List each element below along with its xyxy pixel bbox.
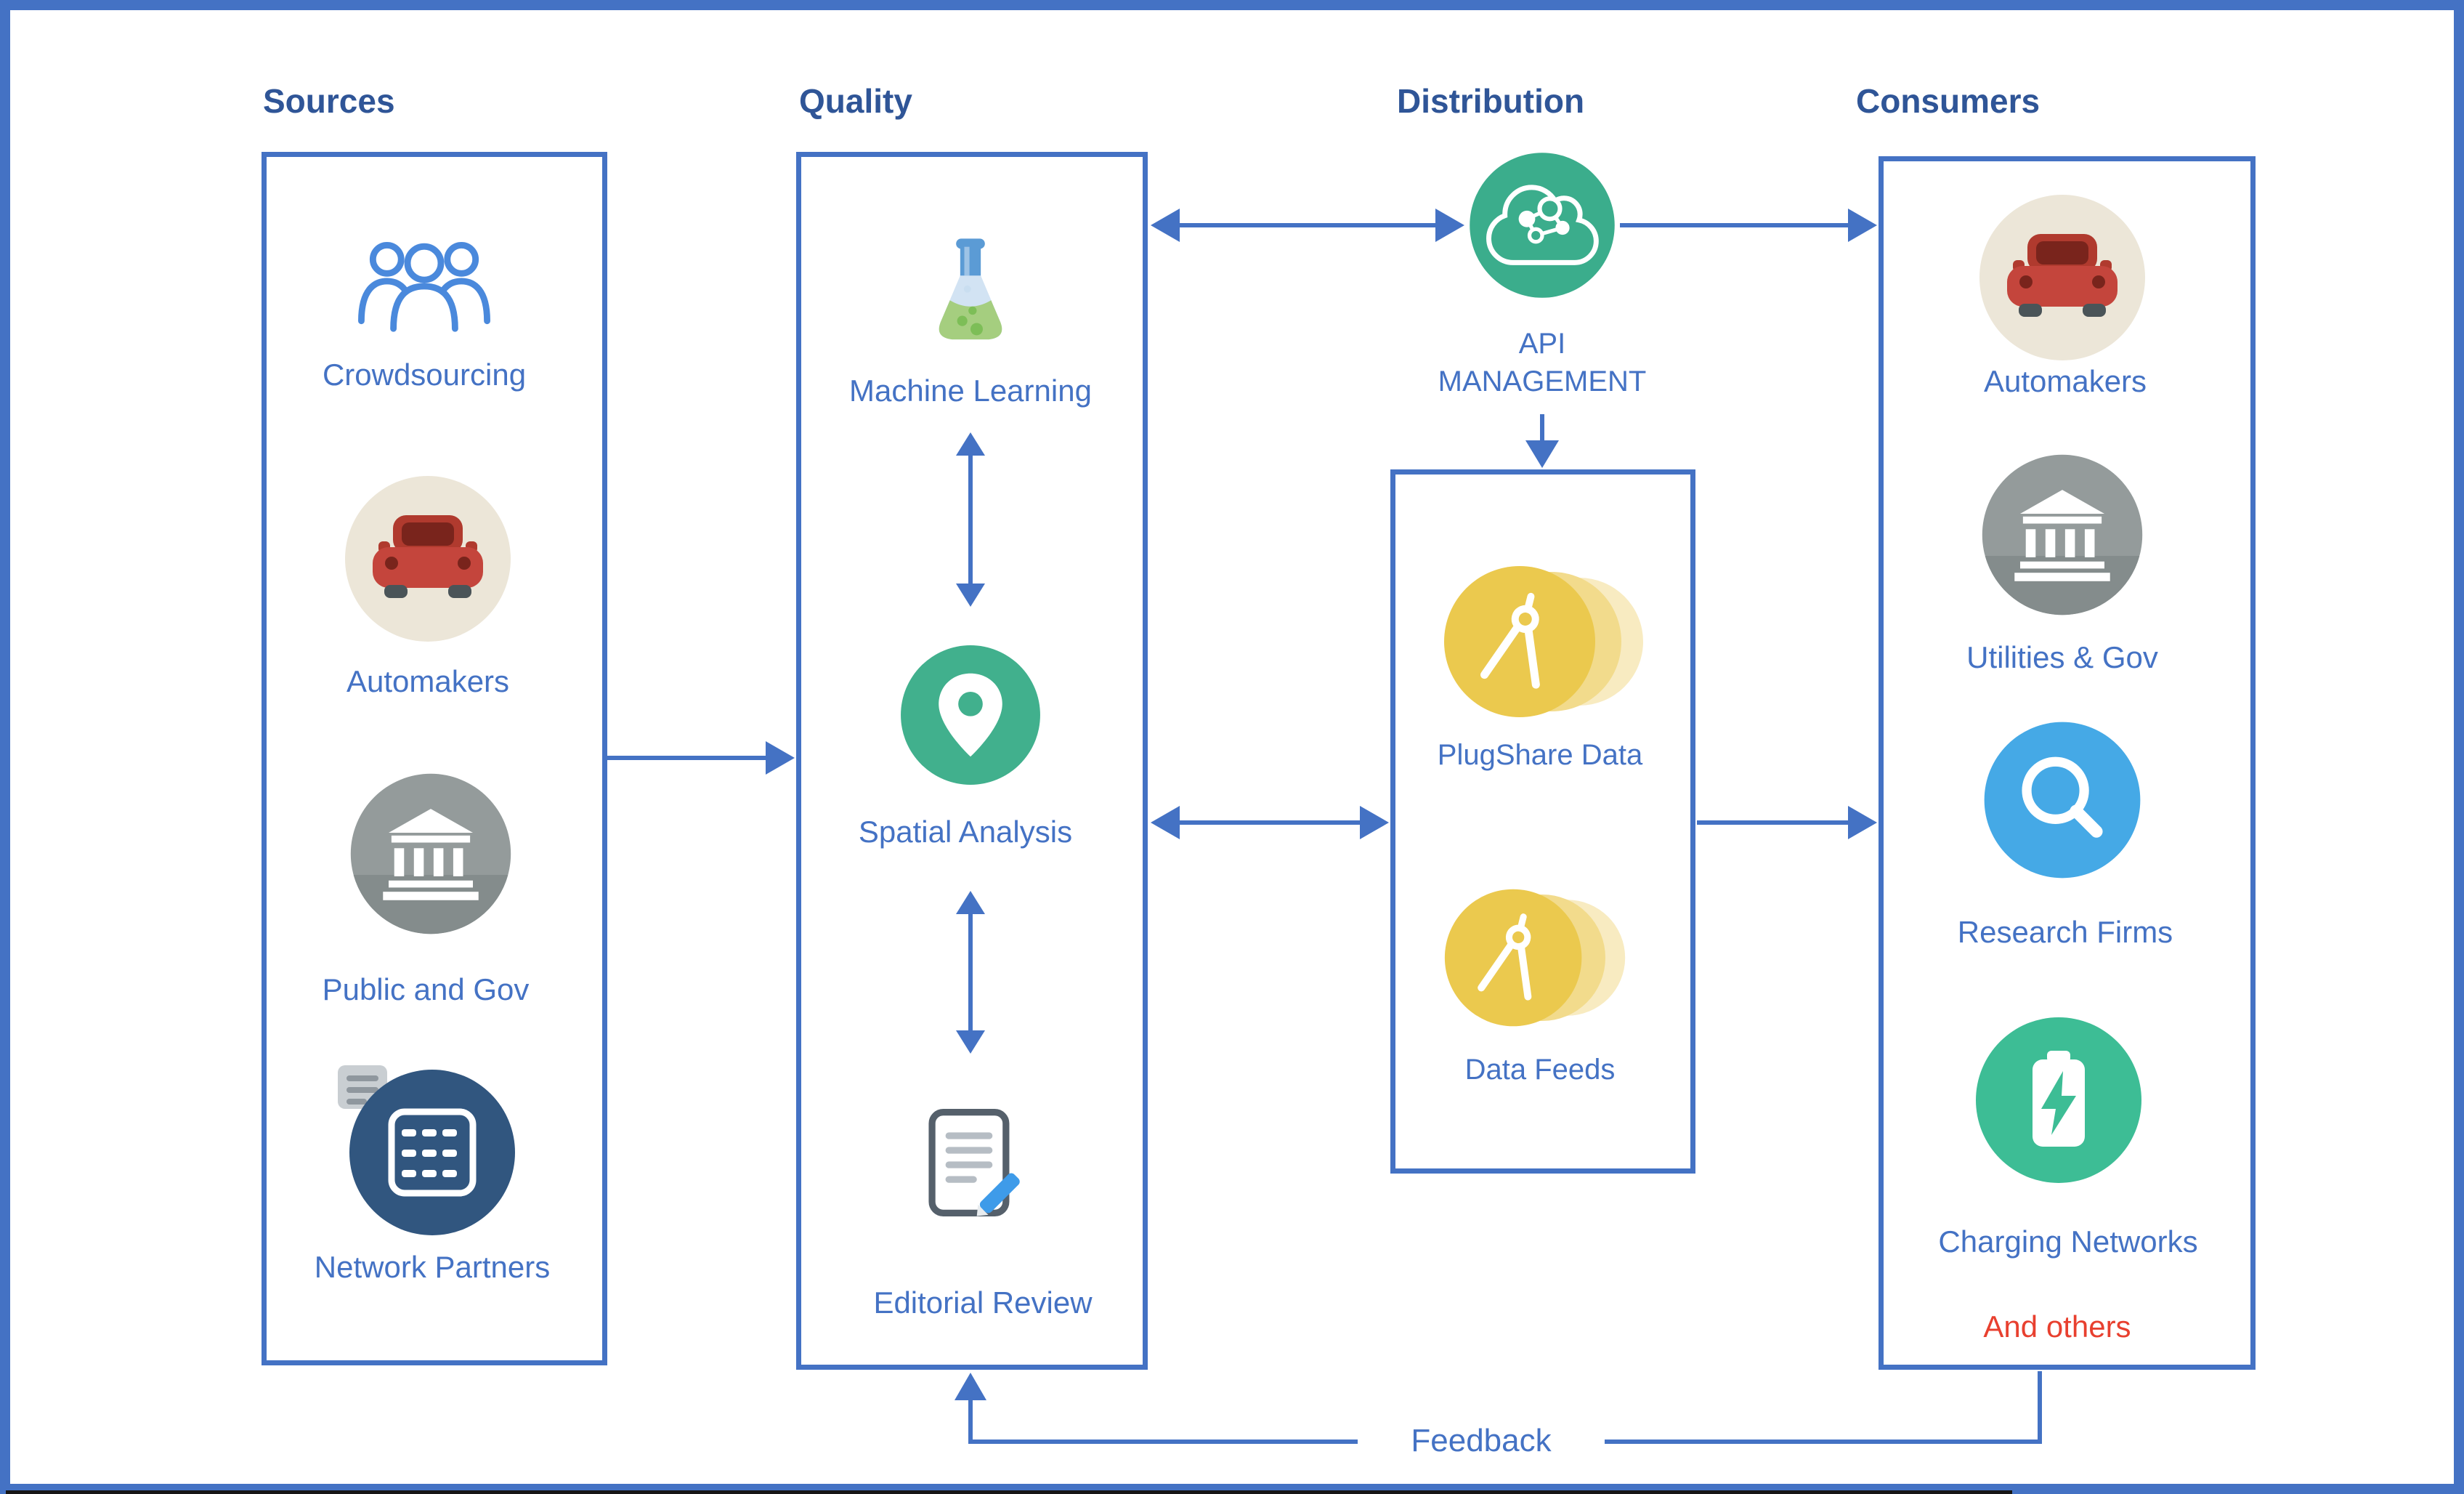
arrow-quality-api [1151, 209, 1464, 242]
arrow-sources-to-quality [607, 741, 795, 775]
node-label: Public and Gov [322, 972, 530, 1006]
bank-icon [1978, 451, 2147, 619]
and-others-note: And others [1983, 1309, 2131, 1344]
crowdsourcing-icon [341, 231, 508, 347]
compass-icon [1437, 879, 1648, 1037]
flask-icon [909, 230, 1032, 359]
node-label: Utilities & Gov [1966, 640, 2158, 674]
car-icon [1975, 190, 2149, 365]
window-edge [6, 1490, 2012, 1494]
node-label: PlugShare Data [1437, 739, 1643, 771]
node-label: Automakers [346, 664, 510, 698]
node-label: Data Feeds [1464, 1054, 1616, 1086]
car-icon [341, 472, 515, 646]
node-label: Network Partners [314, 1250, 551, 1284]
bank-icon [346, 770, 515, 938]
node-label: Research Firms [1957, 915, 2173, 949]
node-label: Charging Networks [1938, 1224, 2198, 1259]
node-label: Crowdsourcing [322, 358, 527, 392]
quality-header: Quality [799, 82, 912, 120]
battery-bolt-icon [1971, 1013, 2146, 1187]
magnifier-icon [1980, 718, 2144, 882]
arrow-api-to-consumers [1620, 209, 1877, 242]
arrow-api-down [1525, 414, 1559, 468]
arrow-quality-distribution [1151, 806, 1389, 839]
node-label: Spatial Analysis [858, 815, 1073, 849]
consumers-header: Consumers [1856, 82, 2040, 120]
arrow-distribution-to-consumers [1697, 806, 1877, 839]
node-label: Editorial Review [873, 1285, 1093, 1320]
api-management-label: API MANAGEMENT [1438, 328, 1647, 397]
node-label: Automakers [1983, 364, 2147, 398]
cloud-network-icon [1466, 149, 1618, 302]
server-grid-icon [332, 1057, 521, 1238]
sources-header: Sources [263, 82, 395, 120]
node-label: Machine Learning [849, 374, 1092, 408]
map-pin-icon [897, 642, 1044, 788]
distribution-header: Distribution [1397, 82, 1585, 120]
feedback-label: Feedback [1358, 1421, 1605, 1461]
document-pencil-icon [903, 1097, 1037, 1231]
compass-icon [1435, 554, 1668, 729]
